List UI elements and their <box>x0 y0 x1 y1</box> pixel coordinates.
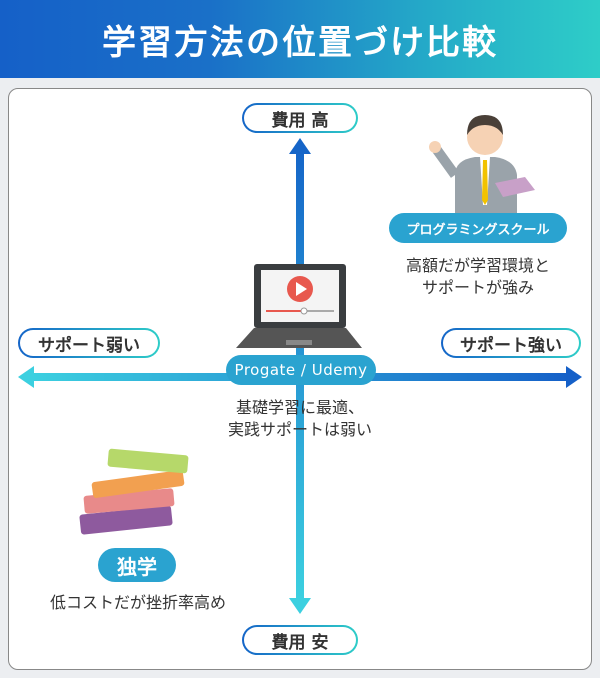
badge-programming-school: プログラミングスクール <box>389 213 567 243</box>
header: 学習方法の位置づけ比較 <box>0 0 600 78</box>
axis-label-right: サポート強い <box>441 328 581 358</box>
axis-label-left: サポート弱い <box>18 328 160 358</box>
laptop-video-icon <box>236 264 362 348</box>
books-stack-icon <box>79 448 189 535</box>
badge-progate-udemy: Progate / Udemy <box>226 355 376 385</box>
axis-label-top: 費用 高 <box>242 103 358 133</box>
progate-udemy-desc: 基礎学習に最適、実践サポートは弱い <box>227 398 372 439</box>
self-study-desc: 低コストだが挫折率高め <box>49 593 226 612</box>
programming-school-desc: 高額だが学習環境とサポートが強み <box>405 256 550 297</box>
teacher-illustration-icon <box>429 115 535 215</box>
badge-self-study: 独学 <box>98 548 176 582</box>
page-title: 学習方法の位置づけ比較 <box>102 22 498 63</box>
axis-label-bottom: 費用 安 <box>242 625 358 655</box>
